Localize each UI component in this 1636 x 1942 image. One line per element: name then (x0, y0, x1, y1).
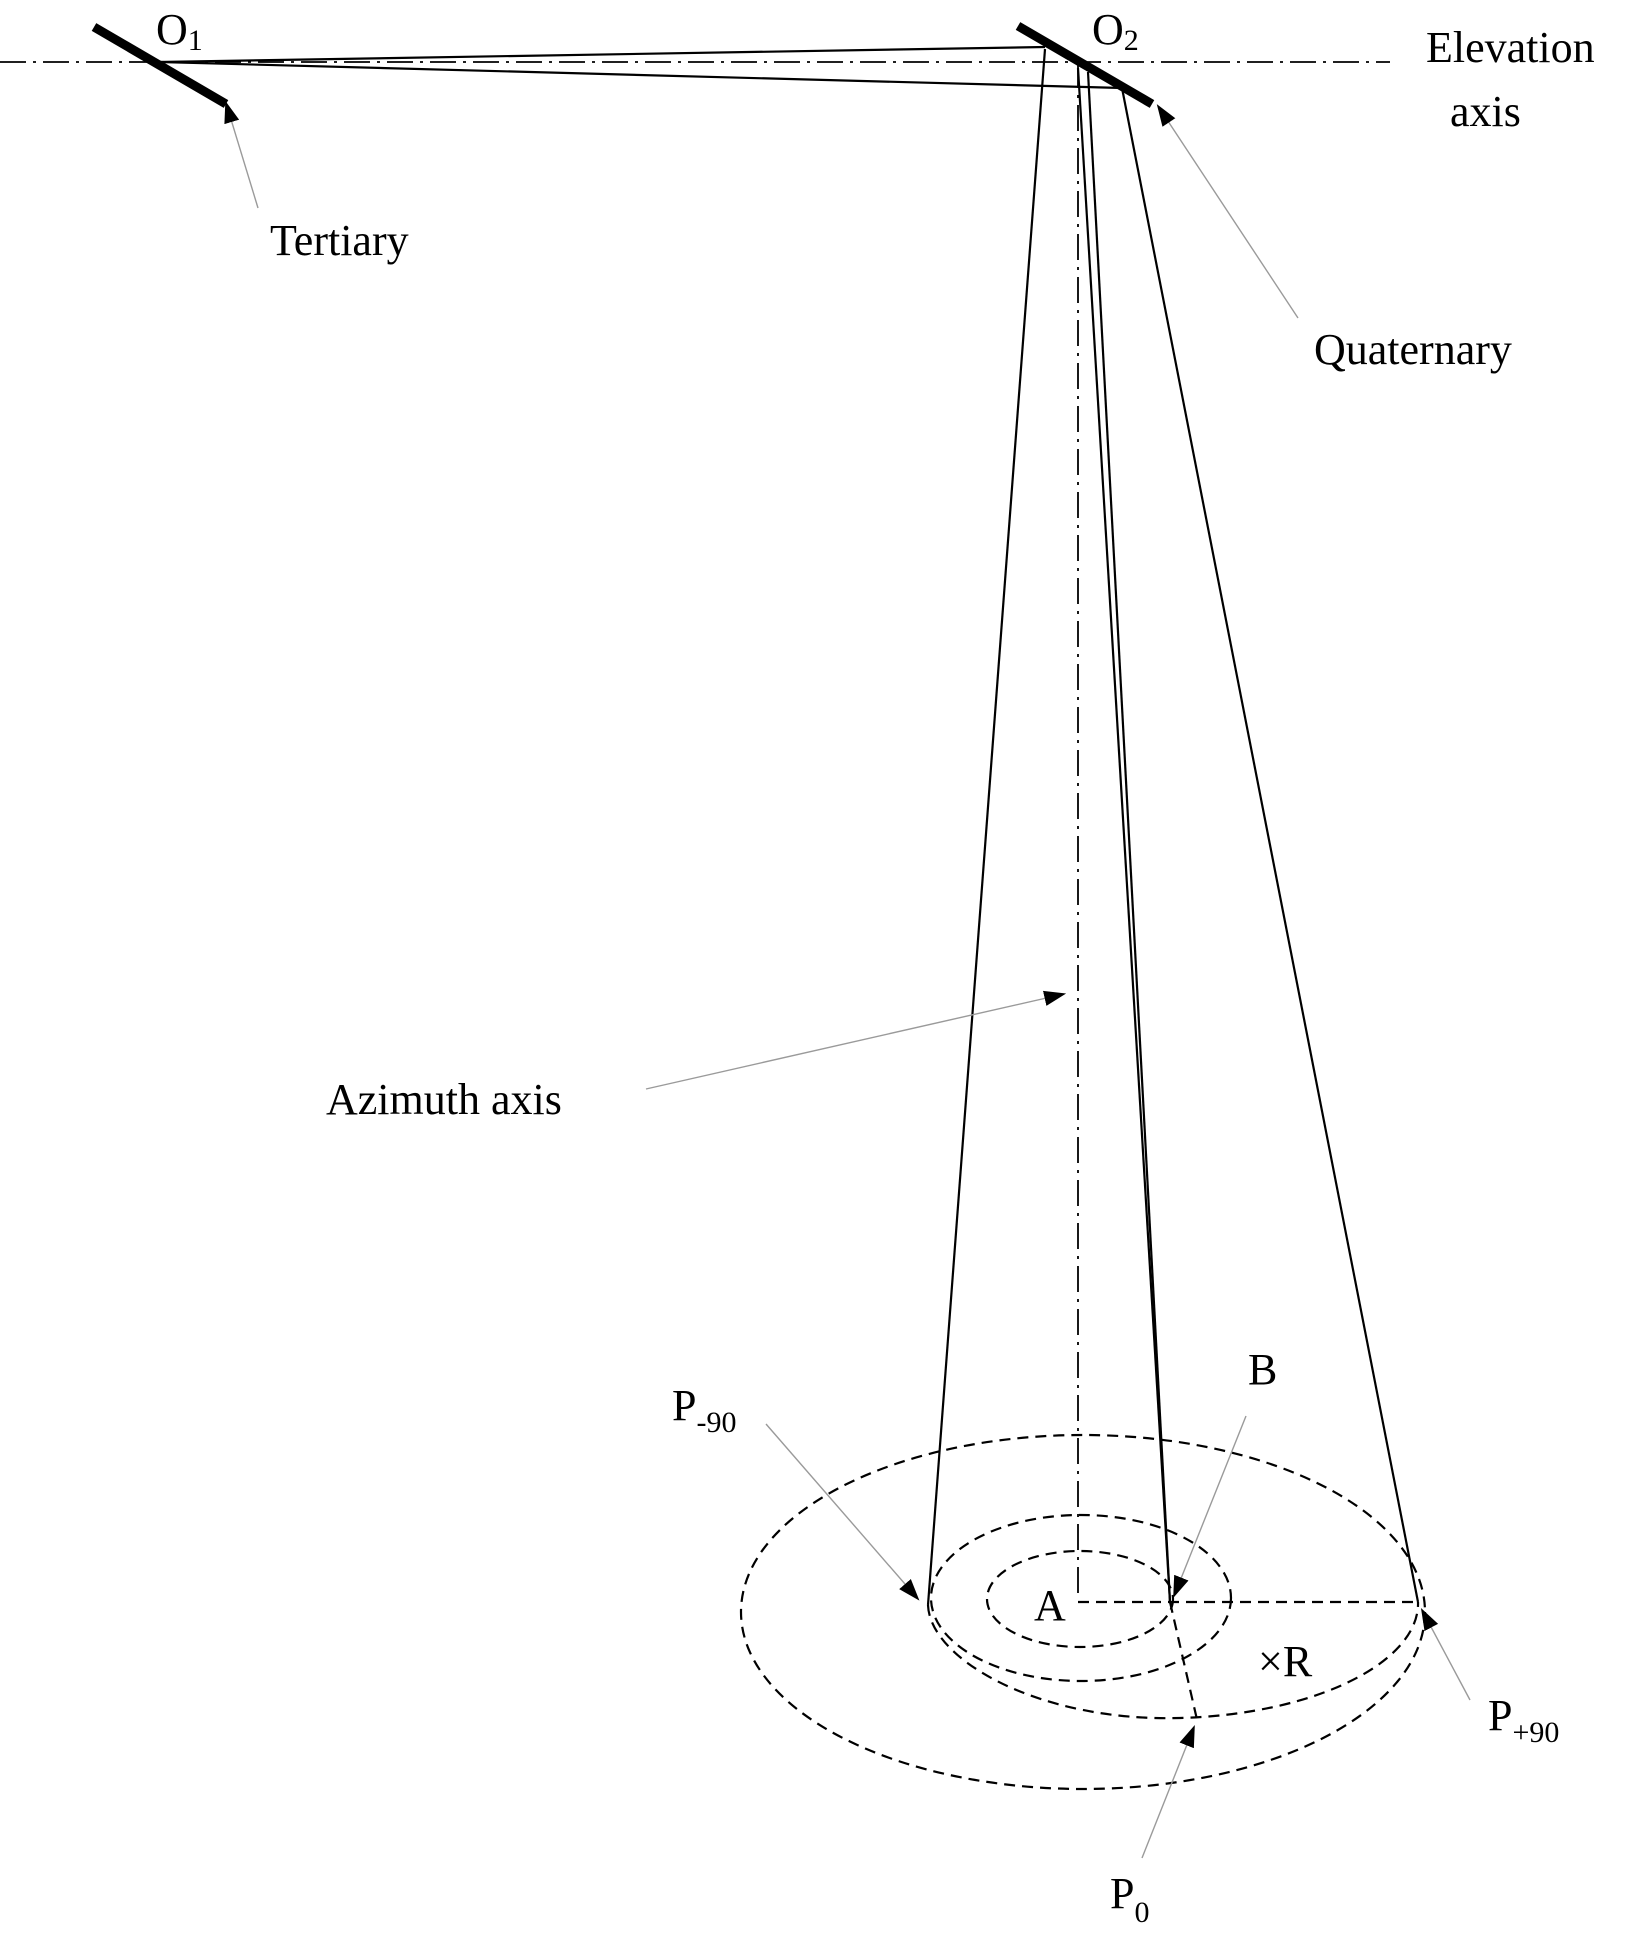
beam-o1-o2-upper (159, 45, 1046, 64)
p-plus90-leader (1420, 1608, 1471, 1701)
label-p-plus90-sub: +90 (1512, 1716, 1559, 1749)
quaternary-mirror (1015, 22, 1155, 108)
b-leader (1173, 1415, 1247, 1599)
p0-leader (1141, 1724, 1195, 1859)
azimuth-leader (645, 990, 1067, 1090)
inner-ellipse (985, 1549, 1175, 1649)
label-elevation-axis-line2: axis (1450, 87, 1521, 136)
p-minus90-leader (765, 1423, 920, 1601)
label-a: A (1034, 1581, 1066, 1630)
beam-o1-o2-lower (159, 60, 1123, 90)
label-o1-sub: 1 (188, 24, 203, 57)
label-p0-sub: 0 (1134, 1896, 1149, 1929)
label-o2: O2 (1092, 5, 1139, 57)
field-ellipse-arc (926, 1601, 1420, 1720)
label-p0: P0 (1110, 1869, 1149, 1929)
tertiary-mirror (91, 23, 229, 108)
label-o2-sub: 2 (1124, 24, 1139, 57)
label-p-plus90: P+90 (1488, 1691, 1559, 1749)
label-o1: O1 (156, 5, 203, 57)
label-p-minus90: P-90 (672, 1381, 736, 1439)
label-tertiary: Tertiary (270, 216, 409, 265)
label-p-minus90-sub: -90 (696, 1406, 736, 1439)
tertiary-leader (224, 100, 259, 209)
label-azimuth-axis: Azimuth axis (326, 1075, 562, 1124)
outer-ellipse (739, 1433, 1427, 1791)
middle-ellipse (929, 1513, 1233, 1683)
label-quaternary: Quaternary (1314, 325, 1512, 374)
label-b: B (1248, 1345, 1277, 1394)
ray-to-b-1 (1076, 67, 1172, 1603)
ray-to-b-2 (1086, 71, 1172, 1603)
label-r: ×R (1258, 1637, 1313, 1686)
label-elevation-axis-line1: Elevation (1426, 23, 1595, 72)
b-to-p0-line (1168, 1601, 1200, 1725)
ray-to-p-plus90 (1120, 87, 1420, 1603)
ray-to-p-minus90 (926, 48, 1047, 1606)
quaternary-leader (1156, 104, 1299, 319)
